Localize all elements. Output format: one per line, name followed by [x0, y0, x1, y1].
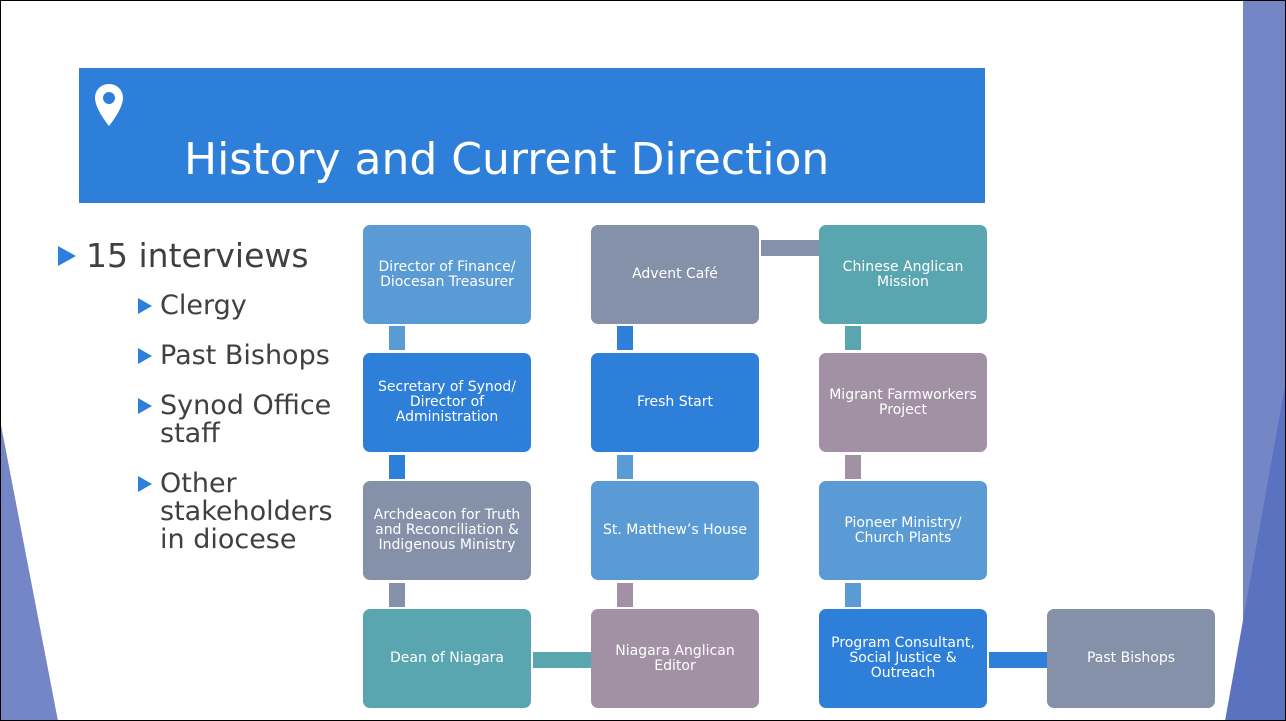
node-chinese-anglican-mission: Chinese Anglican Mission [819, 225, 987, 324]
sub-bullet-label: Other stakeholders in diocese [160, 468, 333, 555]
sub-bullet-label: Past Bishops [160, 340, 330, 371]
bullet-arrow-icon [58, 246, 76, 266]
node-st-matthews-house: St. Matthew’s House [591, 481, 759, 580]
connector-n3-n4 [389, 583, 405, 607]
slide-title: History and Current Direction [184, 134, 830, 185]
bullet-main-label: 15 interviews [86, 236, 309, 275]
connector-n9-n10 [845, 326, 861, 350]
connector-n8-n9 [761, 240, 819, 256]
title-bar [79, 68, 985, 203]
node-director-of-finance: Director of Finance/ Diocesan Treasurer [363, 225, 531, 324]
sub-bullet-label: Clergy [160, 290, 247, 321]
node-advent-cafe: Advent Café [591, 225, 759, 324]
sub-bullet-past-bishops: Past Bishops [138, 342, 348, 370]
node-past-bishops: Past Bishops [1047, 609, 1215, 708]
connector-n5-n6 [617, 583, 633, 607]
bullet-main: 15 interviews [58, 236, 309, 276]
node-secretary-of-synod: Secretary of Synod/ Director of Administ… [363, 353, 531, 452]
bullet-arrow-icon [138, 348, 152, 364]
bullet-arrow-icon [138, 476, 152, 492]
node-pioneer-ministry: Pioneer Ministry/ Church Plants [819, 481, 987, 580]
node-niagara-anglican-editor: Niagara Anglican Editor [591, 609, 759, 708]
sub-bullet-clergy: Clergy [138, 292, 348, 320]
node-archdeacon: Archdeacon for Truth and Reconciliation … [363, 481, 531, 580]
sub-bullet-synod-office: Synod Office staff [138, 392, 348, 448]
node-program-consultant: Program Consultant, Social Justice & Out… [819, 609, 987, 708]
bullet-arrow-icon [138, 398, 152, 414]
sub-bullet-other-stakeholders: Other stakeholders in diocese [138, 470, 348, 554]
connector-n2-n3 [389, 455, 405, 479]
connector-n7-n8 [617, 326, 633, 350]
connector-n6-n7 [617, 455, 633, 479]
connector-n1-n2 [389, 326, 405, 350]
left-deco-wedge [0, 420, 58, 721]
connector-n11-n12 [845, 583, 861, 607]
connector-n12-n13 [989, 652, 1047, 668]
node-migrant-farmworkers: Migrant Farmworkers Project [819, 353, 987, 452]
map-pin-icon [95, 84, 123, 126]
sub-bullet-label: Synod Office staff [160, 390, 332, 449]
right-deco-wedge [1225, 380, 1286, 721]
bullet-arrow-icon [138, 298, 152, 314]
connector-n4-n5 [533, 652, 591, 668]
connector-n10-n11 [845, 455, 861, 479]
node-fresh-start: Fresh Start [591, 353, 759, 452]
node-dean-of-niagara: Dean of Niagara [363, 609, 531, 708]
